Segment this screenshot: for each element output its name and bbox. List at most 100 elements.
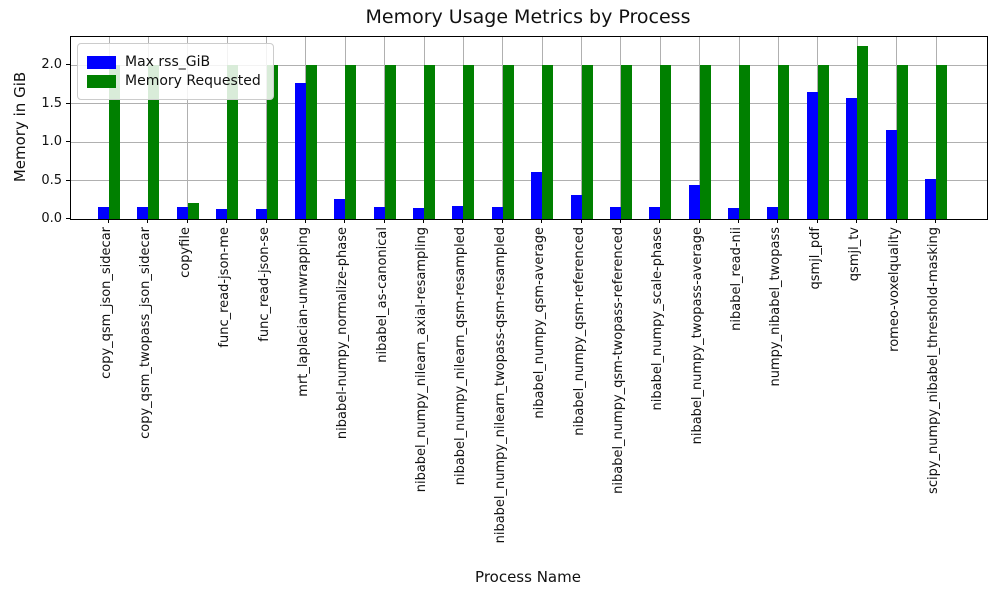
y-tick-mark	[66, 102, 70, 104]
bar-memory-requested	[148, 65, 160, 219]
legend-swatch-memory-requested	[87, 74, 116, 88]
y-tick-label: 1.0	[41, 134, 62, 150]
bar-max-rss	[649, 207, 661, 219]
x-tick-label: copy_qsm_twopass_json_sidecar	[138, 227, 154, 439]
bar-max-rss	[767, 206, 779, 219]
legend-label-memory-requested: Memory Requested	[125, 73, 261, 89]
bar-max-rss	[688, 185, 700, 219]
x-tick-label: qsmjl_tv	[847, 227, 863, 282]
y-tick-label: 1.5	[41, 95, 62, 111]
x-tick-label: qsmjl_pdf	[807, 227, 823, 290]
x-tick-label: nibabel_numpy_scale-phase	[650, 227, 666, 411]
x-tick-mark	[108, 219, 109, 223]
legend-entry-memory-requested: Memory Requested	[87, 73, 261, 89]
x-tick-label: mrt_laplacian-unwrapping	[295, 227, 311, 397]
x-tick-mark	[935, 219, 936, 223]
x-tick-mark	[462, 219, 464, 223]
bar-memory-requested	[384, 65, 396, 219]
x-tick-mark	[856, 219, 858, 223]
x-tick-mark	[541, 219, 543, 223]
bar-max-rss	[491, 207, 503, 219]
x-tick-label: nibabel_numpy_nilearn_axial-resampling	[414, 227, 430, 493]
bar-max-rss	[373, 207, 385, 219]
bar-max-rss	[925, 179, 936, 219]
gridline-horizontal	[71, 180, 987, 182]
bar-max-rss	[334, 199, 346, 219]
bar-max-rss	[176, 207, 188, 219]
x-tick-mark	[698, 219, 700, 223]
bar-max-rss	[531, 172, 543, 219]
bar-max-rss	[137, 207, 149, 219]
x-tick-label: nibabel_read-nii	[729, 227, 745, 331]
legend: Max rss_GiB Memory Requested	[77, 43, 274, 100]
x-tick-mark	[383, 219, 385, 223]
x-tick-label: func_read-json-me	[217, 227, 233, 348]
x-tick-label: nibabel_numpy_qsm-referenced	[571, 227, 587, 436]
bar-max-rss	[452, 205, 464, 219]
bar-memory-requested	[542, 65, 554, 219]
x-tick-mark	[816, 219, 818, 223]
x-tick-label: copyfile	[177, 227, 193, 278]
x-tick-label: romeo-voxelquality	[886, 227, 902, 352]
y-tick-label: 2.0	[41, 57, 62, 73]
chart-title: Memory Usage Metrics by Process	[365, 6, 691, 28]
x-tick-label: nibabel_as-canonical	[374, 227, 390, 363]
x-tick-mark	[895, 219, 897, 223]
x-tick-mark	[304, 219, 306, 223]
bar-memory-requested	[227, 65, 239, 219]
bar-max-rss	[413, 208, 425, 219]
y-tick-mark	[66, 218, 70, 219]
x-tick-mark	[501, 219, 503, 223]
bar-memory-requested	[896, 65, 908, 219]
y-tick-mark	[66, 179, 70, 181]
bar-max-rss	[570, 195, 582, 219]
bar-max-rss	[728, 208, 740, 219]
x-tick-mark	[265, 219, 267, 223]
bar-memory-requested	[620, 65, 632, 219]
bar-memory-requested	[305, 65, 317, 219]
x-tick-mark	[226, 219, 228, 223]
x-tick-label: copy_qsm_json_sidecar	[99, 227, 114, 379]
gridline-horizontal	[71, 141, 987, 143]
gridline-horizontal	[71, 103, 987, 105]
y-tick-label: 0.0	[41, 211, 62, 226]
bar-memory-requested	[581, 65, 593, 219]
bar-max-rss	[216, 209, 228, 219]
x-tick-label: numpy_nibabel_twopass	[768, 227, 784, 387]
bar-memory-requested	[699, 65, 711, 219]
x-tick-mark	[580, 219, 582, 223]
bar-memory-requested	[424, 65, 436, 219]
bar-memory-requested	[345, 65, 357, 219]
y-tick-mark	[66, 141, 70, 143]
y-axis-label: Memory in GiB	[11, 71, 29, 183]
x-tick-mark	[738, 219, 740, 223]
x-tick-label: nibabel_numpy_nilearn_qsm-resampled	[453, 227, 469, 486]
bar-memory-requested	[463, 65, 475, 219]
y-tick-label: 0.5	[41, 172, 62, 188]
legend-label-max-rss: Max rss_GiB	[125, 54, 211, 70]
plot-area	[70, 36, 988, 220]
bar-max-rss	[255, 209, 267, 219]
x-tick-label: nibabel_numpy_twopass-average	[689, 227, 705, 445]
bar-memory-requested	[109, 65, 120, 219]
bar-max-rss	[806, 91, 818, 219]
x-tick-label: nibabel-numpy_normalize-phase	[335, 227, 351, 440]
x-tick-label: nibabel_numpy_nilearn_twopass-qsm-resamp…	[492, 227, 508, 544]
bar-memory-requested	[187, 202, 199, 219]
x-tick-mark	[619, 219, 621, 223]
bar-max-rss	[885, 129, 897, 219]
bar-memory-requested	[857, 46, 869, 219]
bar-memory-requested	[778, 65, 790, 219]
x-tick-label: scipy_numpy_nibabel_threshold-masking	[926, 227, 941, 494]
bar-max-rss	[609, 206, 621, 219]
legend-swatch-max-rss	[87, 55, 116, 69]
gridline-vertical	[187, 37, 189, 219]
gridline-horizontal	[71, 64, 987, 66]
x-tick-mark	[777, 219, 779, 223]
x-tick-mark	[147, 219, 149, 223]
x-tick-mark	[659, 219, 661, 223]
x-tick-mark	[344, 219, 346, 223]
x-tick-label: func_read-json-se	[256, 227, 272, 342]
x-tick-label: nibabel_numpy_qsm-twopass-referenced	[610, 227, 626, 494]
bar-max-rss	[294, 83, 306, 219]
